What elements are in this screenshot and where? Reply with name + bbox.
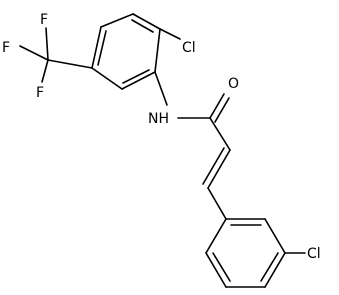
upper-benzene-ring bbox=[91, 13, 161, 90]
fluorine-atom-2: F bbox=[2, 40, 10, 56]
bond bbox=[159, 28, 181, 40]
amide-nh: NH bbox=[148, 111, 169, 127]
bond bbox=[209, 93, 225, 119]
bond bbox=[214, 97, 230, 123]
bond bbox=[205, 252, 227, 288]
lower-benzene-ring bbox=[205, 218, 286, 288]
bond bbox=[212, 252, 231, 282]
bond bbox=[260, 252, 279, 282]
oxygen-atom: O bbox=[228, 76, 239, 92]
chlorine-atom-top: Cl bbox=[182, 40, 196, 56]
bond bbox=[41, 59, 49, 83]
bond bbox=[122, 69, 150, 84]
bond bbox=[207, 149, 231, 189]
bond bbox=[19, 45, 49, 61]
bond bbox=[154, 71, 168, 106]
bond bbox=[100, 13, 134, 28]
bond bbox=[131, 19, 154, 33]
bond bbox=[97, 30, 107, 66]
bond bbox=[91, 26, 102, 69]
bond bbox=[202, 147, 225, 185]
fluorine-atom-1: F bbox=[40, 12, 48, 28]
fluorine-atom-3: F bbox=[36, 85, 44, 101]
bond bbox=[132, 13, 161, 30]
bond bbox=[121, 71, 156, 90]
bond bbox=[45, 27, 49, 61]
bond bbox=[47, 59, 93, 69]
bond bbox=[91, 67, 123, 90]
bond bbox=[154, 28, 161, 73]
bond bbox=[264, 218, 286, 254]
bond bbox=[207, 187, 227, 220]
bond bbox=[209, 117, 231, 151]
bond bbox=[205, 218, 227, 254]
chlorine-atom-bottom: Cl bbox=[307, 246, 321, 262]
bond bbox=[264, 252, 286, 288]
